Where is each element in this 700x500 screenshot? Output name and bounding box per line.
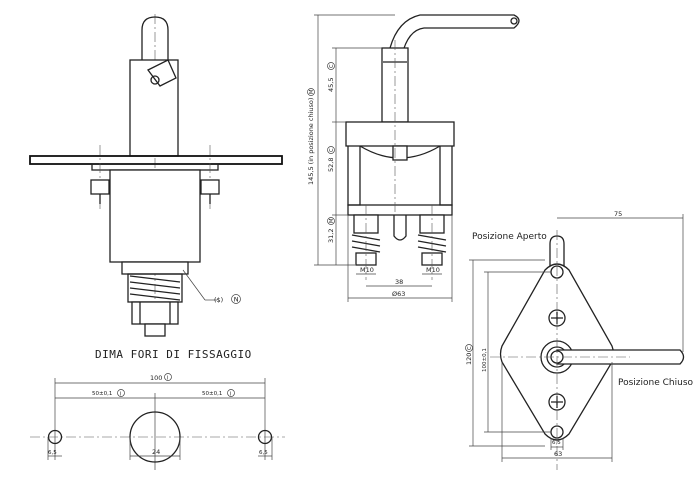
side-thread-left: M10: [360, 266, 374, 274]
side-center-nut: [392, 145, 408, 161]
drilling-template: DIMA FORI DI FISSAGGIO 100 I 50±0,1 I 50…: [30, 348, 285, 470]
front-body: [109, 169, 201, 263]
side-view: 145,5 (in posizione chiuso) M 45,5 C 52,…: [307, 14, 520, 302]
side-lever: [389, 14, 520, 56]
template-dim-50-right: 50±0,1: [202, 391, 222, 397]
label-closed-position: Posizione Chiuso: [618, 378, 694, 388]
template-dim-50-left-mark: I: [120, 391, 121, 397]
template-dim-50-left-circle: [117, 389, 125, 397]
side-dim-528-text: 52,8: [327, 158, 335, 172]
top-dim-63: 63: [554, 450, 562, 458]
side-frame-right: [439, 146, 453, 206]
top-dim-65: 6,5: [552, 440, 561, 446]
side-dim-312-circle: [327, 217, 335, 225]
front-lever-detail: [147, 59, 177, 87]
template-hole-left: [47, 429, 63, 445]
side-head-block: [345, 121, 455, 147]
template-dim-100-circle: [164, 373, 172, 381]
side-frame-left: [347, 146, 361, 206]
front-stud-end: [144, 323, 166, 337]
side-dim-total-mark: M: [309, 90, 315, 94]
top-dim-120-circle: [465, 344, 473, 352]
side-dim-312-mark: M: [329, 219, 335, 223]
template-dim-100-mark: I: [167, 375, 168, 381]
template-title: DIMA FORI DI FISSAGGIO: [95, 348, 252, 361]
front-view: ($) N: [29, 14, 283, 337]
front-pin-top: [141, 16, 169, 60]
side-dim-063: Ø63: [392, 290, 405, 298]
top-dim-100: 100±0,1: [482, 348, 488, 372]
front-lever-pin: [150, 75, 160, 85]
template-dim-50-right-mark: I: [230, 391, 231, 397]
side-thread-right: M10: [426, 266, 440, 274]
front-terminal-nut: [131, 301, 179, 325]
front-upper-sleeve: [129, 59, 179, 157]
template-dim-50-left: 50±0,1: [92, 391, 112, 397]
template-dim-100: 100: [150, 374, 162, 382]
side-dim-total-circle: [307, 88, 315, 96]
side-dim-455-text: 45,5: [327, 78, 335, 92]
template-dim-65-right: 6,5: [259, 450, 268, 456]
side-center-rib: [393, 215, 407, 241]
front-callout-mark: N: [234, 295, 239, 303]
side-dim-528-mark: C: [329, 148, 335, 152]
template-hole-right: [257, 429, 273, 445]
template-dim-50-right-circle: [227, 389, 235, 397]
side-lever-hole: [510, 17, 518, 25]
side-dim-total-text: 145,5 (in posizione chiuso): [307, 98, 315, 185]
side-dim-38: 38: [395, 278, 403, 286]
label-open-position: Posizione Aperto: [472, 232, 547, 242]
front-terminal-base: [121, 261, 189, 275]
front-mounting-plate: [29, 155, 283, 165]
front-callout-circle: [231, 294, 241, 304]
template-dim-65-left: 6,5: [48, 450, 57, 456]
side-dim-455-circle: [327, 62, 335, 70]
top-dim-75: 75: [614, 210, 622, 218]
front-callout-leader: [182, 269, 206, 301]
front-nut-left: [90, 179, 110, 195]
front-nut-right: [200, 179, 220, 195]
front-spring-washer: [129, 275, 181, 301]
side-dim-528-circle: [327, 146, 335, 154]
top-dim-120-mark: C: [467, 346, 473, 350]
top-dim-120: 120: [465, 353, 473, 365]
front-callout-text: ($): [214, 296, 223, 304]
side-lower-block: [347, 204, 453, 216]
side-dim-312-text: 31,2: [327, 229, 335, 243]
side-dim-455-mark: C: [329, 64, 335, 68]
template-dim-24: 24: [152, 448, 160, 456]
top-view: Posizione Aperto Posizione Chiuso 75 120…: [465, 210, 694, 470]
